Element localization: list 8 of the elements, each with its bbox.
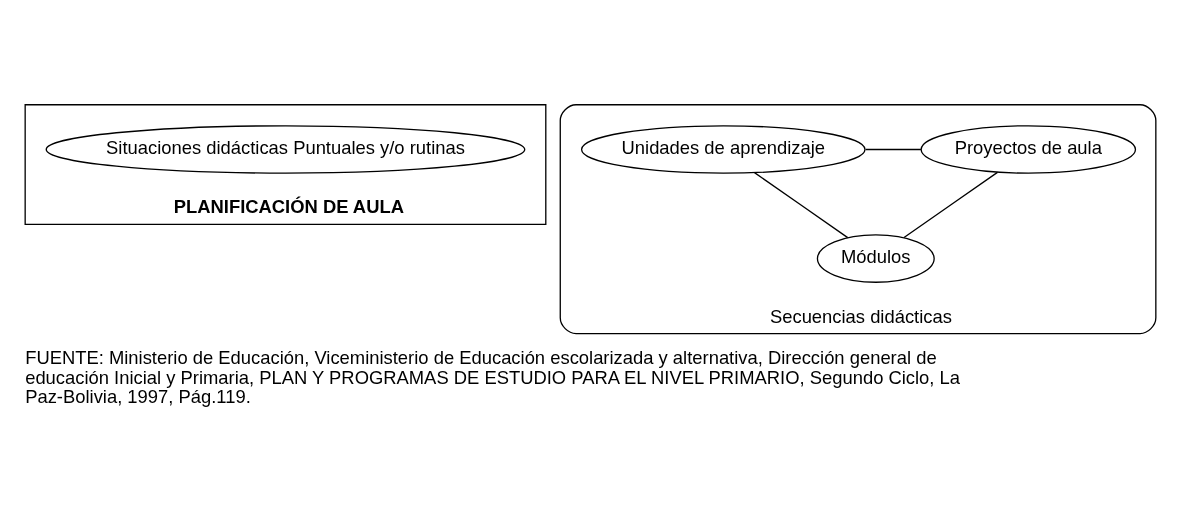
connector	[753, 171, 849, 239]
node-ellipse: Proyectos de aula	[920, 125, 1137, 174]
node-ellipse: Módulos	[816, 234, 935, 283]
node-ellipse: Situaciones didácticas Puntuales y/o rutinas	[45, 125, 526, 174]
connector	[865, 148, 922, 151]
node-ellipse: Unidades de aprendizaje	[580, 125, 866, 174]
caption: FUENTE: Ministerio de Educación, Viceministerio de Educación escolarizada y alternativa, Dirección general de educación Inicial y Primaria, PLAN Y PROGRAMAS DE ESTUDIO PARA EL NIVEL PRIMARIO, Segundo Ciclo, La Paz-Bolivia, 1997, Pág.119.	[25, 347, 961, 408]
connector	[903, 171, 999, 239]
